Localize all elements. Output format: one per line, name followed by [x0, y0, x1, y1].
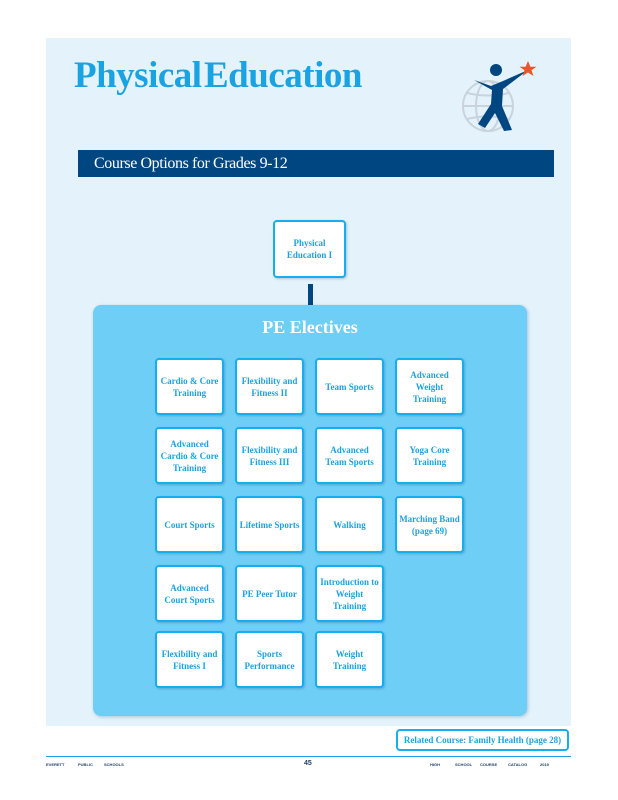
footer-right-word: CATALOG [508, 762, 528, 767]
elective-course-label: Flexibility and Fitness III [241, 444, 298, 467]
elective-course-box: Cardio & Core Training [155, 358, 224, 415]
elective-course-label: Advanced Weight Training [410, 369, 449, 404]
elective-course-label: Court Sports [164, 519, 215, 530]
elective-course-box: Team Sports [315, 358, 384, 415]
pe-electives-title: PE Electives [262, 317, 358, 337]
elective-course-box: PE Peer Tutor [235, 565, 304, 622]
elective-course-box: Flexibility and Fitness III [235, 427, 304, 484]
elective-course-box: Advanced Court Sports [155, 565, 224, 622]
elective-course-label: Cardio & Core Training [160, 375, 219, 398]
footer-left-word: SCHOOLS [104, 762, 124, 767]
root-course-box: Physical Education I [273, 220, 346, 278]
footer-left-word: EVERETT [46, 762, 65, 767]
connector-line [308, 284, 313, 306]
elective-course-box: Advanced Weight Training [395, 358, 464, 415]
elective-course-label: Flexibility and Fitness II [241, 375, 298, 398]
course-options-banner: Course Options for Grades 9-12 [78, 150, 554, 177]
elective-course-label: Flexibility and Fitness I [161, 648, 218, 671]
elective-course-label: Weight Training [332, 648, 367, 671]
elective-course-box: Marching Band (page 69) [395, 496, 464, 553]
elective-course-label: Advanced Court Sports [164, 582, 215, 605]
page-number: 45 [304, 760, 312, 767]
elective-course-label: Advanced Cardio & Core Training [160, 438, 219, 473]
elective-course-label: Marching Band (page 69) [399, 513, 460, 536]
elective-course-label: Walking [333, 519, 366, 530]
footer-right-word: HIGH [430, 762, 440, 767]
footer-rule [46, 756, 571, 757]
elective-course-box: Yoga Core Training [395, 427, 464, 484]
elective-course-box: Flexibility and Fitness I [155, 631, 224, 688]
elective-course-box: Sports Performance [235, 631, 304, 688]
elective-course-box: Advanced Team Sports [315, 427, 384, 484]
related-course-box: Related Course: Family Health (page 28) [396, 729, 569, 751]
person-with-star-logo-icon [462, 61, 537, 132]
elective-course-label: Lifetime Sports [239, 519, 300, 530]
elective-course-box: Walking [315, 496, 384, 553]
elective-course-box: Weight Training [315, 631, 384, 688]
elective-course-label: Team Sports [325, 381, 374, 392]
elective-course-label: Yoga Core Training [409, 444, 450, 467]
elective-course-box: Advanced Cardio & Core Training [155, 427, 224, 484]
root-course-label: Physical Education I [286, 238, 333, 260]
page-title-word-1: Physical [74, 55, 202, 96]
elective-course-box: Lifetime Sports [235, 496, 304, 553]
elective-course-box: Introduction to Weight Training [315, 565, 384, 622]
footer-right-word: 2019 [540, 762, 549, 767]
elective-course-label: Introduction to Weight Training [320, 576, 379, 611]
elective-course-label: Advanced Team Sports [325, 444, 374, 467]
elective-course-label: PE Peer Tutor [242, 588, 297, 599]
elective-course-box: Court Sports [155, 496, 224, 553]
elective-course-box: Flexibility and Fitness II [235, 358, 304, 415]
footer-right-word: SCHOOL [455, 762, 473, 767]
elective-course-label: Sports Performance [244, 648, 295, 671]
page-title-word-2: Education [204, 55, 362, 96]
footer-right-word: COURSE [480, 762, 498, 767]
footer-left-word: PUBLIC [78, 762, 93, 767]
